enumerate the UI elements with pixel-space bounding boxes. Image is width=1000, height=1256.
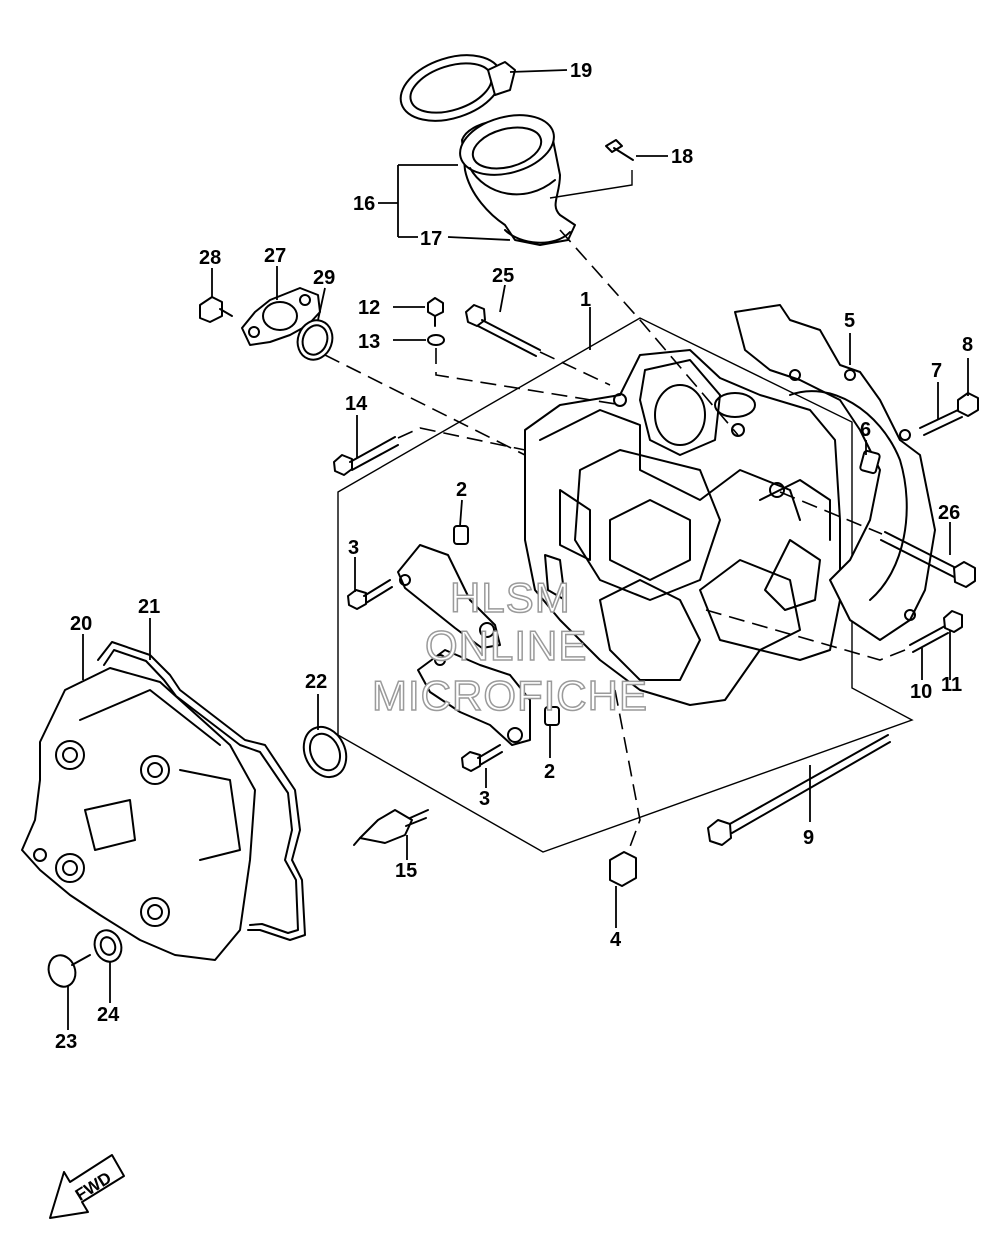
bolt-3-upper[interactable] — [347, 579, 393, 610]
washer-11[interactable] — [943, 610, 963, 633]
bolt-23[interactable] — [44, 952, 91, 991]
intake-pipe[interactable] — [453, 106, 576, 246]
callout-8: 8 — [962, 334, 973, 356]
seal-22[interactable] — [296, 720, 354, 784]
bolt-28[interactable] — [199, 296, 233, 323]
bolt-26[interactable] — [880, 531, 976, 588]
bolt-7[interactable] — [919, 409, 963, 436]
callout-4: 4 — [610, 929, 622, 951]
dash-line-bolt-25 — [539, 351, 611, 386]
callout-7: 7 — [931, 360, 942, 382]
watermark-line-2: ONLINE — [425, 622, 587, 669]
cam-holder-lower[interactable] — [417, 649, 531, 746]
washer-8[interactable] — [957, 392, 979, 417]
cylinder-head-cover[interactable] — [21, 667, 256, 961]
callout-21: 21 — [138, 596, 160, 618]
callout-18: 18 — [671, 146, 693, 168]
callout-labels: 1 2 2 3 3 4 5 6 7 8 9 10 11 12 13 14 15 … — [55, 60, 973, 1053]
dash-line-bolt-14 — [397, 427, 526, 451]
callout-23: 23 — [55, 1031, 77, 1053]
bolt-14[interactable] — [333, 436, 399, 476]
dowel-pin-6[interactable] — [859, 449, 881, 475]
washer-13[interactable] — [427, 334, 445, 346]
callout-24: 24 — [97, 1004, 120, 1026]
dowel-4[interactable] — [609, 851, 637, 887]
bolt-12[interactable] — [427, 297, 444, 327]
callout-26: 26 — [938, 502, 960, 524]
callout-3-upper: 3 — [348, 537, 359, 559]
dash-line-washer — [435, 348, 623, 406]
bolt-3-lower[interactable] — [461, 744, 503, 772]
fwd-arrow-icon: FWD — [49, 1154, 125, 1219]
callout-5: 5 — [844, 310, 855, 332]
bolt-10[interactable] — [909, 625, 949, 653]
callout-12: 12 — [358, 297, 380, 319]
callout-15: 15 — [395, 860, 417, 882]
callout-16: 16 — [353, 193, 375, 215]
cylinder-head-frame — [337, 317, 914, 853]
dash-line-bolt-10 — [705, 609, 911, 661]
callout-14: 14 — [345, 393, 368, 415]
callout-27: 27 — [264, 245, 286, 267]
leader-screw-18 — [549, 170, 633, 199]
dash-line-intake — [559, 229, 739, 436]
cylinder-head[interactable] — [524, 349, 841, 706]
callout-25: 25 — [492, 265, 514, 287]
watermark-line-1: HLSM — [450, 574, 571, 621]
callout-1: 1 — [580, 289, 591, 311]
dash-line-o-ring — [324, 354, 526, 456]
callout-29: 29 — [313, 267, 335, 289]
dash-line-dowel-4 — [614, 689, 641, 853]
watermark-line-3: MICROFICHE — [372, 672, 648, 719]
callout-10: 10 — [910, 681, 932, 703]
cam-holder-upper[interactable] — [397, 544, 501, 649]
grommet-24[interactable] — [90, 927, 125, 966]
spark-plug[interactable] — [353, 809, 429, 846]
leader-lines — [67, 69, 969, 1030]
callout-17: 17 — [420, 228, 442, 250]
callout-11: 11 — [941, 674, 962, 696]
callout-3-lower: 3 — [479, 788, 490, 810]
callout-13: 13 — [358, 331, 380, 353]
intake-clamp[interactable] — [392, 43, 516, 132]
callout-9: 9 — [803, 827, 814, 849]
dowel-2-upper[interactable] — [453, 525, 469, 545]
dowel-2-lower[interactable] — [544, 706, 560, 726]
watermark: HLSM ONLINE MICROFICHE — [371, 573, 648, 720]
callout-22: 22 — [305, 671, 327, 693]
callout-19: 19 — [570, 60, 592, 82]
callout-20: 20 — [70, 613, 92, 635]
cover-gasket[interactable] — [97, 641, 306, 941]
bolt-25[interactable] — [465, 304, 541, 357]
callout-6: 6 — [860, 419, 871, 441]
callout-2-upper: 2 — [456, 479, 467, 501]
callout-2-lower: 2 — [544, 761, 555, 783]
bolt-9[interactable] — [707, 734, 891, 846]
cylinder-head-gasket[interactable] — [734, 304, 936, 641]
callout-28: 28 — [199, 247, 221, 269]
screw-18[interactable] — [605, 139, 634, 161]
o-ring-29[interactable] — [292, 315, 338, 364]
dash-line-bolt-26 — [779, 491, 883, 535]
